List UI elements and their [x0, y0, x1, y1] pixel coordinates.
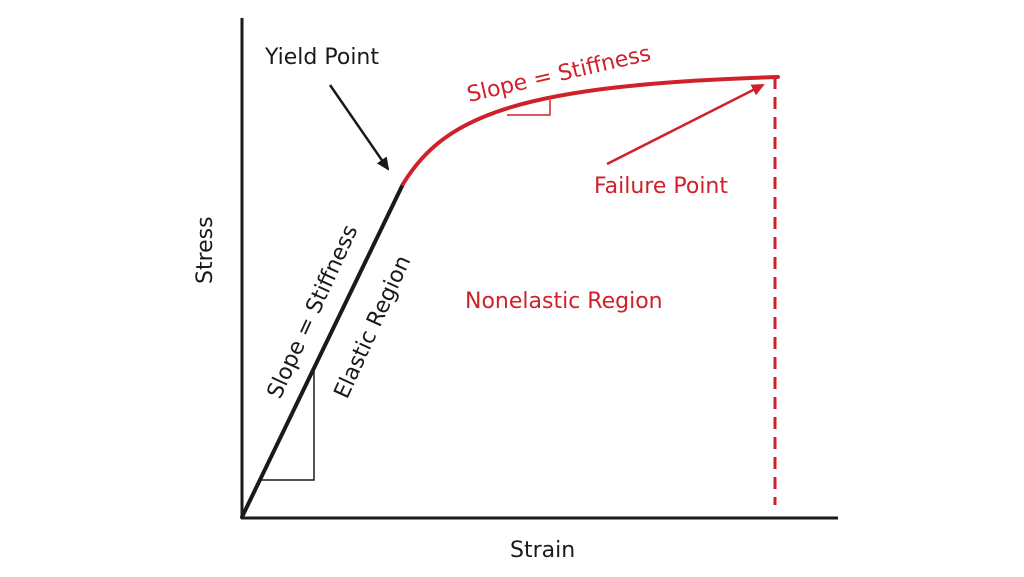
- yield-point-label: Yield Point: [264, 45, 379, 70]
- plastic-slope-triangle: [507, 100, 551, 116]
- elastic-slope-triangle: [260, 370, 315, 481]
- x-axis-label: Strain: [510, 538, 575, 563]
- elastic-line: [240, 182, 405, 519]
- failure-point-arrow: [606, 83, 765, 166]
- y-axis-label: Stress: [193, 216, 218, 284]
- failure-point-label: Failure Point: [594, 174, 728, 199]
- yield-point-arrow: [328, 84, 390, 171]
- plastic-curve: [401, 75, 780, 186]
- nonelastic-region-label: Nonelastic Region: [465, 289, 663, 314]
